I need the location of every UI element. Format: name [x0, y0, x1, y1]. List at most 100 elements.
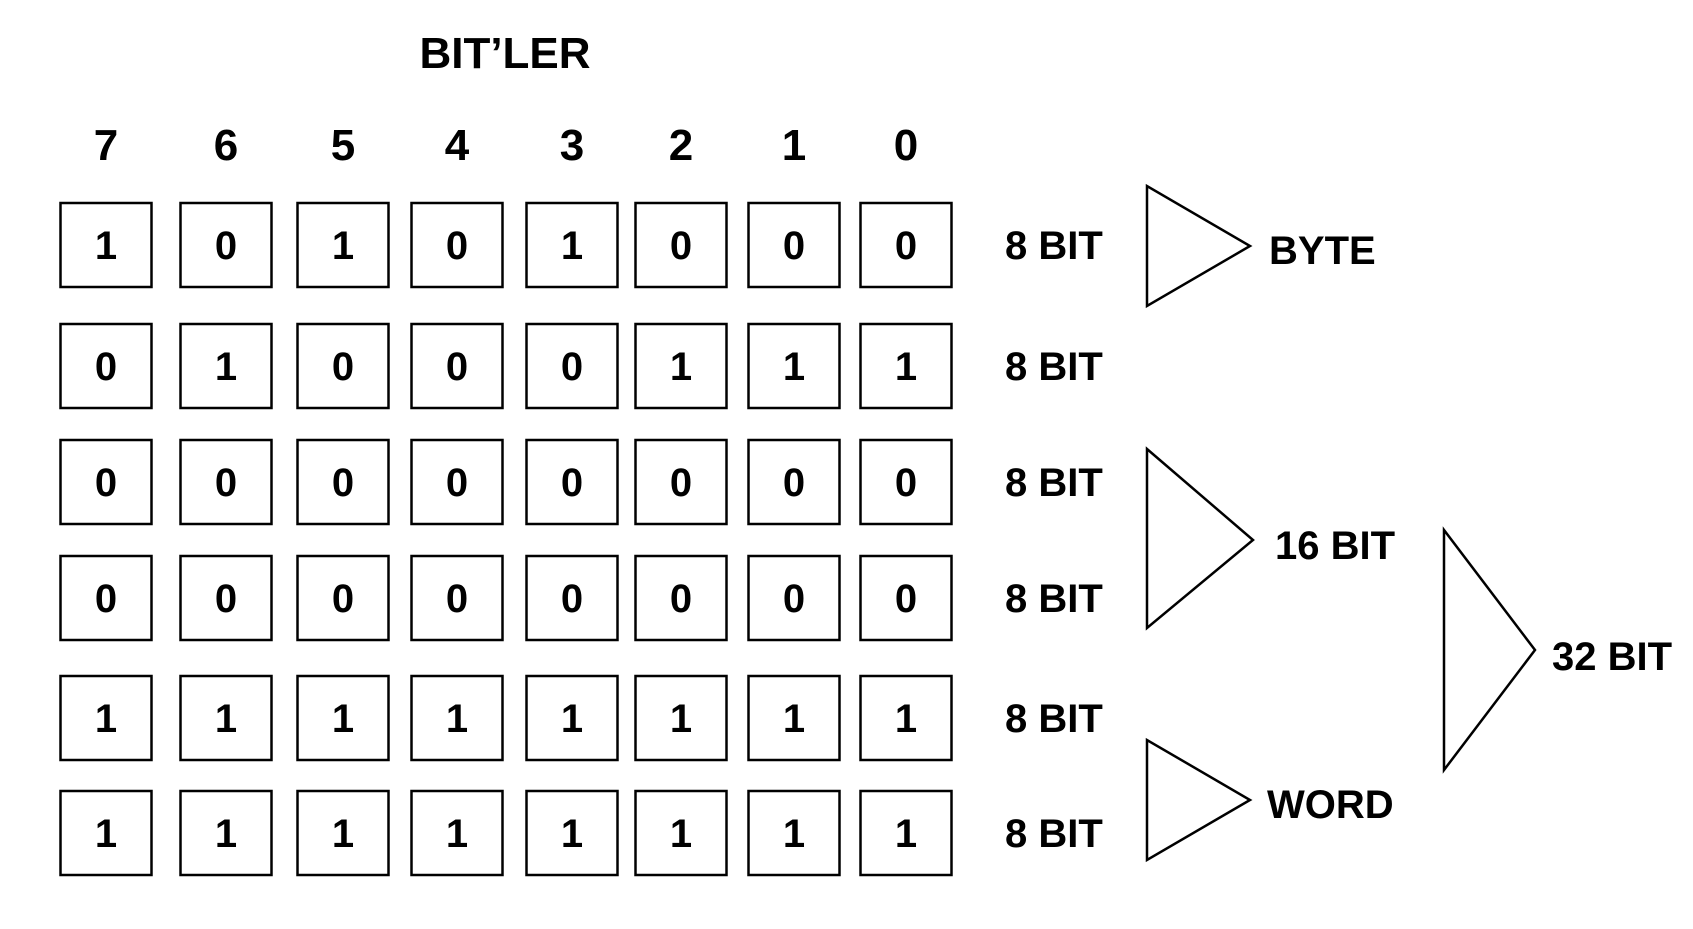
bit-cell-box [859, 554, 953, 642]
bit-value: 0 [783, 461, 805, 505]
bit-cell: 0 [59, 438, 153, 526]
bit-cell: 1 [525, 674, 619, 762]
bit-value: 0 [95, 345, 117, 389]
bit-cell: 1 [747, 674, 841, 762]
bit-value: 1 [895, 697, 917, 741]
bit-cell: 0 [525, 438, 619, 526]
bit-cell-box [179, 322, 273, 410]
bit-cell: 0 [59, 322, 153, 410]
bit-cell: 1 [410, 674, 504, 762]
bit-value: 0 [561, 345, 583, 389]
group-label-16bit: 16 BIT [1275, 524, 1395, 568]
bit-value: 1 [95, 697, 117, 741]
bit-cell: 0 [525, 554, 619, 642]
row-size-label: 8 BIT [1005, 697, 1103, 741]
16bit-group-arrow [1145, 446, 1255, 631]
bit-cell-box [525, 674, 619, 762]
bit-cell: 1 [296, 201, 390, 289]
bit-index-label: 7 [94, 121, 118, 170]
bit-cell-box [59, 201, 153, 289]
bit-index-label: 0 [894, 121, 918, 170]
bit-cell-box [296, 789, 390, 877]
bit-cell: 0 [859, 554, 953, 642]
bit-cell-box [59, 789, 153, 877]
bit-value: 0 [446, 224, 468, 268]
bit-value: 1 [332, 812, 354, 856]
bit-cell-box [859, 438, 953, 526]
bit-cell-box [410, 554, 504, 642]
bit-value: 0 [895, 577, 917, 621]
bit-value: 0 [895, 461, 917, 505]
bit-index-label: 4 [445, 121, 470, 170]
bit-value: 0 [561, 577, 583, 621]
bit-cell-box [410, 201, 504, 289]
bit-cell-box [59, 322, 153, 410]
group-label-byte: BYTE [1269, 229, 1376, 273]
bit-value: 1 [95, 812, 117, 856]
bit-cell: 0 [859, 438, 953, 526]
bit-value: 1 [783, 345, 805, 389]
bit-value: 1 [332, 697, 354, 741]
bit-cell-box [525, 438, 619, 526]
bit-value: 0 [95, 461, 117, 505]
bit-cell-box [859, 201, 953, 289]
bit-cell: 0 [296, 322, 390, 410]
bit-value: 1 [783, 697, 805, 741]
bit-value: 1 [670, 697, 692, 741]
byte-group-arrow [1145, 183, 1253, 309]
bit-value: 0 [670, 577, 692, 621]
bit-value: 1 [783, 812, 805, 856]
bit-value: 1 [561, 697, 583, 741]
bit-value: 0 [95, 577, 117, 621]
bit-value: 1 [215, 812, 237, 856]
bit-cell-box [179, 554, 273, 642]
bit-cell-box [410, 674, 504, 762]
bit-cell: 0 [410, 322, 504, 410]
bit-value: 1 [895, 345, 917, 389]
bit-cell: 0 [410, 201, 504, 289]
row-size-label: 8 BIT [1005, 224, 1103, 268]
bit-cell: 0 [747, 201, 841, 289]
bit-value: 0 [215, 461, 237, 505]
bit-cell: 1 [179, 674, 273, 762]
bit-value: 1 [561, 812, 583, 856]
bit-cell: 1 [410, 789, 504, 877]
bit-cell: 1 [179, 322, 273, 410]
bit-index-label: 2 [669, 121, 693, 170]
word-group-arrow [1145, 737, 1253, 863]
bit-value: 0 [446, 577, 468, 621]
bit-cell: 1 [747, 789, 841, 877]
bit-cell-box [410, 322, 504, 410]
bit-cell-box [179, 438, 273, 526]
bit-cell: 1 [525, 789, 619, 877]
bit-cell-box [525, 322, 619, 410]
bit-value: 1 [215, 697, 237, 741]
bit-cell-box [634, 674, 728, 762]
bit-cell-box [525, 789, 619, 877]
bit-cell: 0 [296, 554, 390, 642]
bit-value: 0 [332, 461, 354, 505]
bit-cell: 1 [634, 674, 728, 762]
bit-value: 0 [215, 577, 237, 621]
bit-cell-box [747, 438, 841, 526]
bit-value: 1 [561, 224, 583, 268]
bit-value: 0 [783, 224, 805, 268]
bit-cell: 0 [859, 201, 953, 289]
bit-cell: 1 [59, 674, 153, 762]
bit-value: 0 [670, 224, 692, 268]
bit-value: 0 [561, 461, 583, 505]
bit-cell-box [296, 322, 390, 410]
bit-cell-box [59, 674, 153, 762]
bit-cell: 1 [634, 322, 728, 410]
bit-cell-box [410, 438, 504, 526]
bit-index-label: 3 [560, 121, 584, 170]
bit-cell-box [859, 322, 953, 410]
bit-value: 0 [783, 577, 805, 621]
bit-cell: 0 [410, 438, 504, 526]
bit-value: 1 [670, 345, 692, 389]
bit-value: 1 [446, 812, 468, 856]
bit-value: 0 [670, 461, 692, 505]
bit-cell-box [634, 201, 728, 289]
